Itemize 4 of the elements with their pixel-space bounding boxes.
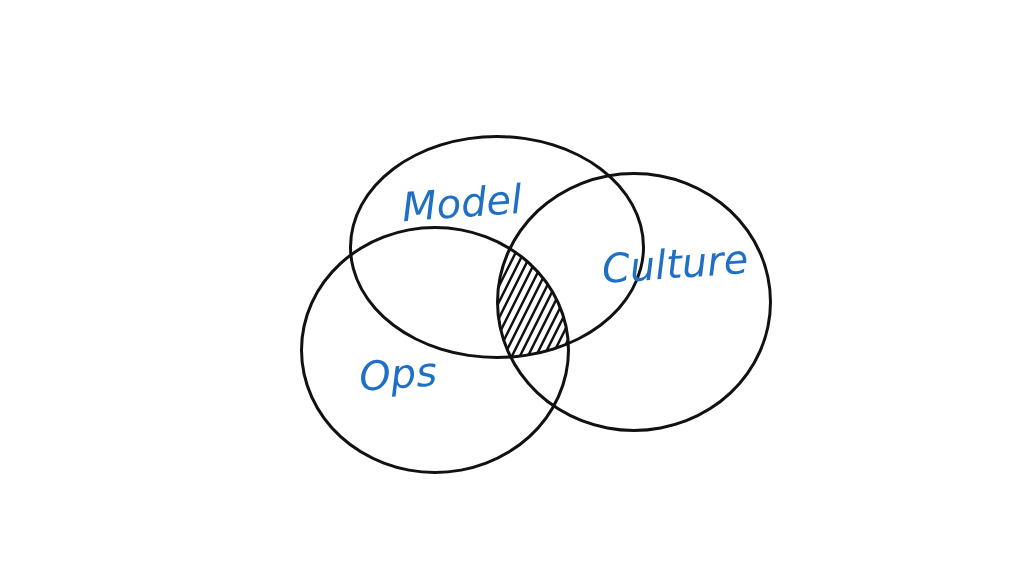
circle-outline: [300, 226, 570, 474]
set-label: Model: [400, 176, 524, 231]
set-label: Culture: [599, 235, 750, 292]
set-label: Ops: [357, 348, 439, 400]
